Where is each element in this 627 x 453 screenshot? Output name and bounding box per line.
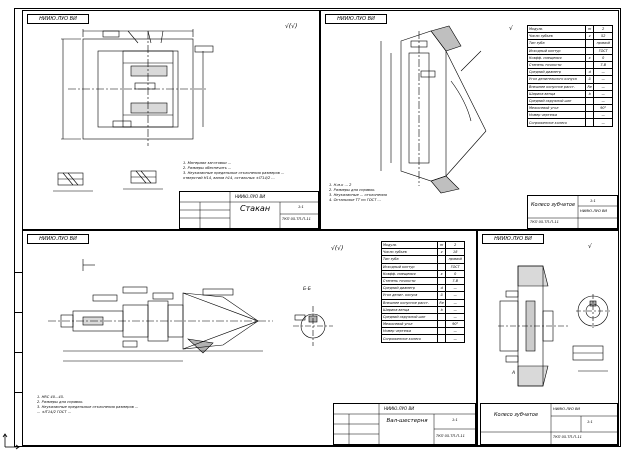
technical-notes: 1. Материал заготовки ... 2. Размеры обе… [183,161,285,180]
part-title: Колесо зубчатое [493,412,539,418]
title-block: Колесо зубчатое ТКП 05.ТП.П-11 НИИЮ.ЛУО … [480,403,618,445]
ucs-axis-icon [2,433,20,450]
sheet-spur-gear[interactable]: НИИЮ.ЛУО ВИ √ [477,230,619,446]
outer-frame [14,8,621,447]
spur-gear-drawing [498,265,610,387]
title-block: НИИЮ.ЛУО ВИ Вал-шестерня ТКП 05.ТП.П-11 … [333,403,476,445]
part-title: Вал-шестерня [386,418,428,424]
section-label: Б-Б [303,287,311,292]
roughness-mark: √(√) [331,245,344,252]
part-title: Стакан [239,204,271,213]
view-label: А [512,371,516,376]
sheet-tab: НИИЮ.ЛУО ВИ [27,234,89,244]
title-block: Колесо зубчатое ТКП 05.ТП.П-11 1:1 НИИЮ.… [527,195,618,229]
scale: 1:1 [590,199,596,203]
doc-code: НИИЮ.ЛУО ВИ [235,194,266,199]
title-block: НИИЮ.ЛУО ВИ Стакан ТКП 05.ТП.П-11 1:1 [179,191,319,229]
doc-code: НИИЮ.ЛУО ВИ [553,407,581,411]
doc-number: ТКП 05.ТП.П-11 [553,435,582,439]
housing-drawing [53,29,214,192]
gear-drawing [380,25,487,194]
roughness-mark: √ [588,243,592,250]
scale: 1:1 [298,205,304,209]
roughness-mark: √(√) [285,23,298,30]
doc-number: ТКП 05.ТП.П-11 [282,217,311,221]
part-title: Колесо зубчатое [530,202,576,208]
sheet-tab: НИИЮ.ЛУО ВИ [325,14,387,24]
technical-notes: 1. HRC 40...45. 2. Размеры для справок. … [37,395,139,414]
scale: 1:1 [587,420,593,424]
technical-notes: 1. Н.м.к ... 2 2. Размеры для справок. 3… [329,183,387,202]
sheet-housing[interactable]: НИИЮ.ЛУО ВИ √(√) [22,10,320,230]
doc-number: ТКП 05.ТП.П-11 [436,434,465,438]
sheet-tab: НИИЮ.ЛУО ВИ [482,234,544,244]
sheet-pinion-shaft[interactable]: НИИЮ.ЛУО ВИ √(√) [22,230,477,446]
shaft-drawing [48,259,333,362]
doc-code: НИИЮ.ЛУО ВИ [384,406,415,411]
roughness-mark: √ [509,25,513,32]
sheet-tab: НИИЮ.ЛУО ВИ [27,14,89,24]
doc-code: НИИЮ.ЛУО ВИ [580,209,608,213]
doc-number: ТКП 05.ТП.П-11 [530,220,559,224]
scale: 1:1 [452,418,458,422]
